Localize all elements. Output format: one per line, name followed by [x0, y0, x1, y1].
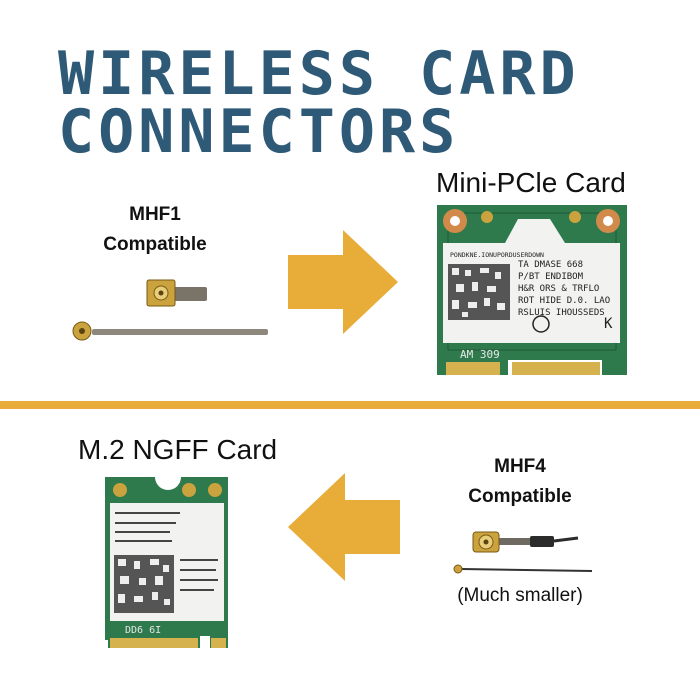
mhf4-connector-icon [472, 531, 579, 553]
mini-label-line-5: RSLUIS IHOUSSEDS [518, 308, 605, 318]
mhf1-cable-icon [72, 321, 268, 341]
page-title-line2: CONNECTORS [58, 97, 460, 167]
m2-ngff-card-image: DD6 6I [105, 477, 228, 648]
mhf1-connector-icon [146, 279, 207, 307]
m2-bottom-text: DD6 6I [125, 625, 161, 636]
mhf1-compat: Compatible [103, 234, 207, 255]
arrow-left-icon [288, 473, 400, 581]
mini-bottom-text: AM 309 [460, 348, 500, 361]
page-title-line1: WIRELESS CARD [58, 39, 580, 109]
mini-label-line-3: H&R ORS & TRFLO [518, 284, 599, 294]
mhf1-name: MHF1 [129, 204, 181, 225]
mhf4-cable-icon [453, 564, 593, 574]
m2-ngff-title: M.2 NGFF Card [78, 434, 278, 465]
mhf4-label: MHF4 Compatible [445, 452, 595, 512]
mini-label-line-4: ROT HIDE D.0. LAO [518, 296, 610, 306]
mini-pcie-title: Mini-PCle Card [436, 167, 626, 198]
mini-label-line-2: P/BT ENDIBOM [518, 272, 584, 282]
mhf1-label: MHF1 Compatible [95, 200, 215, 260]
mhf4-name: MHF4 [494, 456, 546, 477]
mini-pcie-card-image: PONDKNE.IONUPORDUSERDOWN TA DMASE 668 P/… [437, 205, 627, 375]
arrow-right-icon [288, 230, 398, 334]
section-divider [0, 401, 700, 409]
mini-side-letter: K [604, 316, 613, 332]
mhf4-note: (Much smaller) [457, 585, 583, 606]
svg-text:PONDKNE.IONUPORDUSERDOWN: PONDKNE.IONUPORDUSERDOWN [450, 251, 544, 259]
mhf4-compat: Compatible [468, 486, 572, 507]
mini-label-line-1: TA DMASE 668 [518, 260, 583, 270]
